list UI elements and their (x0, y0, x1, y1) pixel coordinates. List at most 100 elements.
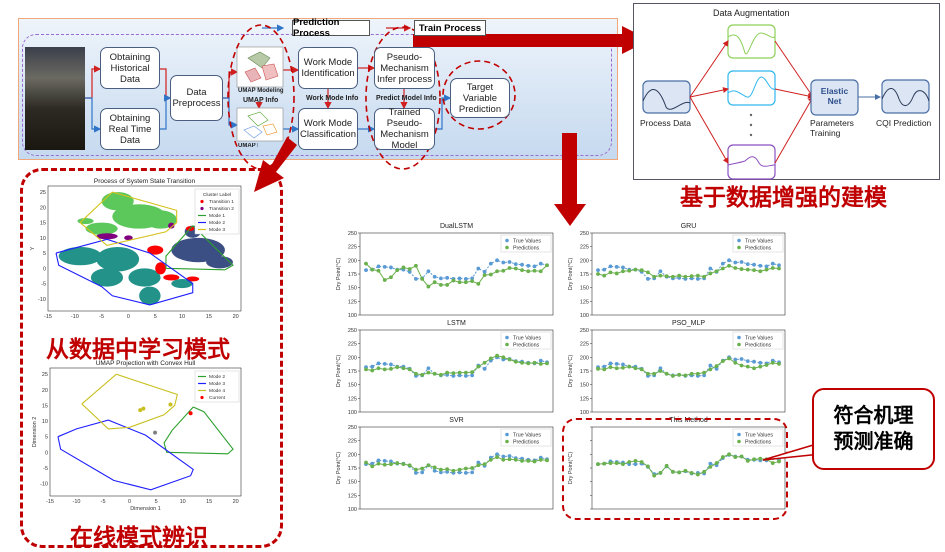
data-point (764, 363, 769, 367)
data-point (702, 370, 707, 375)
data-point (438, 276, 443, 281)
data-point (495, 269, 499, 274)
data-point (451, 278, 456, 283)
legend-marker (505, 439, 509, 444)
data-point (370, 464, 375, 469)
data-point (639, 268, 644, 273)
data-point (752, 366, 756, 371)
data-point (614, 264, 619, 269)
legend-marker (737, 342, 741, 347)
data-point (770, 360, 775, 365)
data-point (596, 462, 600, 467)
data-point (438, 470, 443, 475)
data-point (677, 470, 682, 475)
data-point (733, 266, 738, 270)
y-tick-label: 20 (40, 205, 46, 211)
data-point (457, 373, 462, 378)
cluster-blob (101, 192, 134, 211)
data-point (401, 265, 406, 270)
data-point (495, 452, 499, 457)
data-point (720, 266, 725, 271)
data-point (727, 263, 731, 268)
data-point (614, 461, 619, 465)
data-point (513, 359, 518, 364)
x-tick-label: -5 (101, 499, 106, 505)
legend-label: Predictions (513, 440, 540, 446)
scatter-svg: Process of System State Transition-15-10… (30, 178, 242, 320)
data-point (476, 266, 481, 271)
y-tick-label: 225 (348, 439, 357, 445)
x-tick-label: -5 (99, 314, 104, 320)
data-point (538, 361, 543, 366)
data-point (752, 359, 756, 364)
data-point (482, 269, 487, 274)
y-tick-label: 25 (40, 190, 46, 196)
learn-mode-caption: 从数据中学习模式 (46, 336, 230, 362)
data-point (445, 370, 450, 375)
data-point (695, 472, 700, 477)
legend-label: True Values (745, 433, 773, 439)
data-point (495, 353, 499, 358)
y-tick-label: 175 (348, 272, 357, 278)
data-point (370, 368, 375, 373)
data-point (432, 274, 437, 279)
data-point (677, 273, 682, 278)
data-point (382, 458, 387, 463)
legend-label: Predictions (513, 246, 540, 252)
data-point (501, 268, 506, 273)
data-point (683, 274, 688, 279)
data-preprocess-node: Data Preprocess (170, 75, 223, 121)
y-tick-label: 20 (42, 388, 48, 394)
data-point (633, 458, 638, 463)
data-point (376, 461, 381, 466)
data-point (752, 262, 756, 267)
data-point (708, 271, 713, 276)
data-point (414, 371, 418, 376)
parameters-training-label: Parameters Training (810, 118, 854, 138)
legend-marker (737, 245, 741, 250)
data-point (376, 458, 381, 463)
data-point (658, 273, 663, 278)
legend-box (500, 331, 552, 350)
data-point (470, 279, 475, 284)
cluster-blob (206, 256, 233, 269)
data-point (476, 460, 481, 465)
data-point (739, 267, 744, 271)
data-point (652, 274, 657, 279)
data-point (627, 460, 632, 464)
data-point (646, 464, 650, 469)
data-point (482, 462, 487, 467)
legend-marker (505, 245, 509, 250)
hull-mode-4 (81, 373, 178, 430)
data-point (457, 467, 462, 472)
y-tick-label: 10 (42, 419, 48, 425)
y-tick-label: 200 (580, 355, 589, 361)
data-point (414, 467, 418, 472)
data-point (389, 275, 393, 280)
data-point (526, 361, 531, 366)
hull-mode-3 (79, 191, 178, 247)
data-point (545, 263, 549, 268)
augmented-wave-purple (727, 144, 776, 180)
data-point (695, 277, 700, 281)
data-point (758, 364, 763, 369)
y-tick-label: 15 (42, 403, 48, 409)
y-axis-label: Dry Point(°C) (568, 452, 574, 485)
data-point (407, 269, 412, 274)
data-point (470, 370, 475, 374)
data-point (141, 406, 146, 411)
y-tick-label: 175 (348, 369, 357, 375)
legend-marker (505, 342, 509, 347)
data-point (639, 460, 644, 464)
legend-box (194, 188, 240, 235)
data-point (602, 461, 607, 466)
legend-label: Mode 2 (209, 374, 225, 380)
data-point (470, 470, 475, 475)
data-point (745, 364, 750, 369)
x-tick-label: 15 (206, 499, 212, 505)
highlight-this-method (562, 418, 788, 520)
data-point (538, 358, 543, 363)
y-tick-label: -5 (43, 466, 48, 472)
